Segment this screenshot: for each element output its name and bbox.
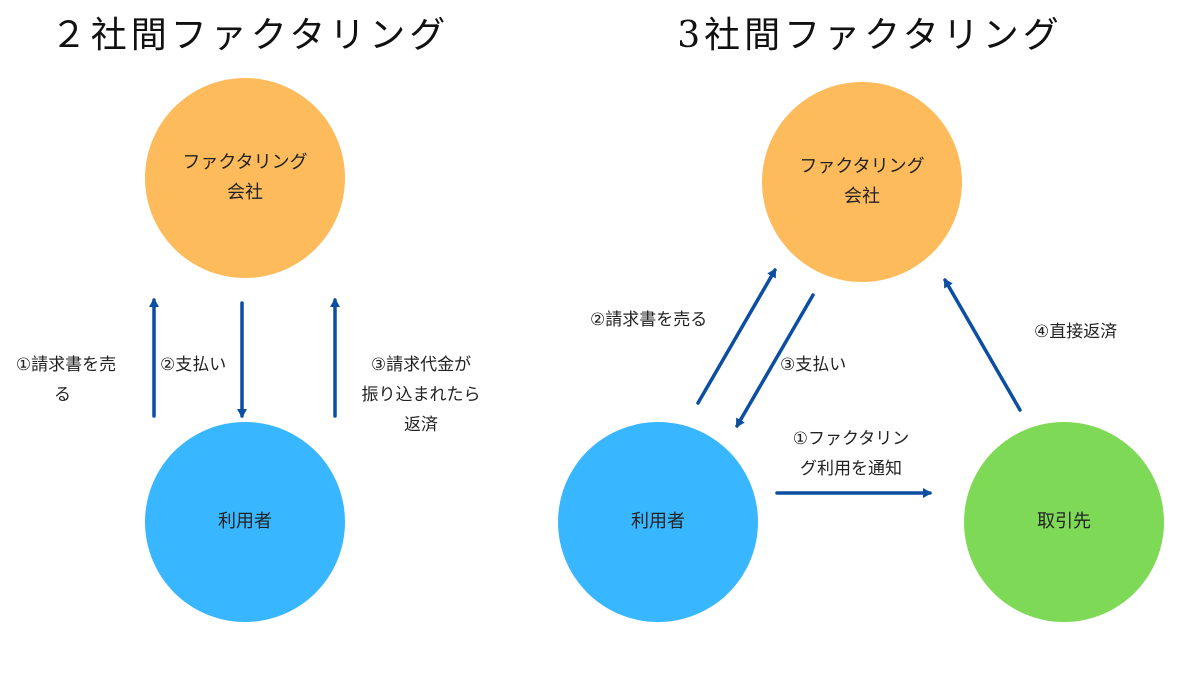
right-step1-line1: ①ファクタリン	[792, 429, 910, 449]
right-user-label: 利用者	[631, 511, 685, 532]
left-step1-line2: る	[54, 385, 71, 405]
right-arrow-step4-client-to-factoring	[943, 278, 1022, 412]
left-step3-line2: 振り込まれたら	[361, 385, 481, 405]
right-factoring-company-label-2: 会社	[844, 186, 880, 207]
left-factoring-company-label-1: ファクタリング	[182, 152, 308, 173]
right-step2-text: ②請求書を売る	[590, 310, 708, 330]
right-factoring-company-label-1: ファクタリング	[799, 156, 925, 177]
left-user-node: 利用者	[145, 422, 345, 622]
right-arrow-step3-factoring-to-user	[735, 293, 815, 428]
right-step3-label: ③支払い	[780, 350, 846, 380]
left-step3-label: ③請求代金が 振り込まれたら 返済	[346, 350, 496, 440]
right-factoring-company-node: ファクタリング 会社	[762, 82, 962, 282]
right-step2-label: ②請求書を売る	[590, 305, 707, 335]
right-step4-text: ④直接返済	[1034, 322, 1118, 342]
right-client-node: 取引先	[964, 422, 1164, 622]
left-step3-line3: 返済	[404, 415, 438, 435]
left-user-label: 利用者	[218, 511, 272, 532]
three-party-factoring-title: 3社間ファクタリング	[677, 15, 1063, 56]
left-step1-line1: ①請求書を売	[15, 355, 117, 375]
left-factoring-company-node: ファクタリング 会社	[145, 78, 345, 278]
right-user-node: 利用者	[558, 422, 758, 622]
left-step2-text: ②支払い	[160, 355, 227, 375]
right-step1-label: ①ファクタリン グ利用を通知	[776, 424, 926, 484]
right-client-label: 取引先	[1037, 511, 1091, 532]
right-arrow-step2-user-to-factoring	[696, 268, 777, 405]
left-factoring-company-label-2: 会社	[227, 182, 263, 203]
right-step4-label: ④直接返済	[1034, 317, 1117, 347]
left-step1-label: ①請求書を売 る	[2, 350, 130, 410]
left-step2-label: ②支払い	[160, 350, 226, 380]
left-step3-line1: ③請求代金が	[370, 355, 472, 375]
right-step1-line2: グ利用を通知	[800, 459, 902, 479]
two-party-factoring-title: ２社間ファクタリング	[50, 15, 450, 56]
right-step3-text: ③支払い	[780, 355, 847, 375]
